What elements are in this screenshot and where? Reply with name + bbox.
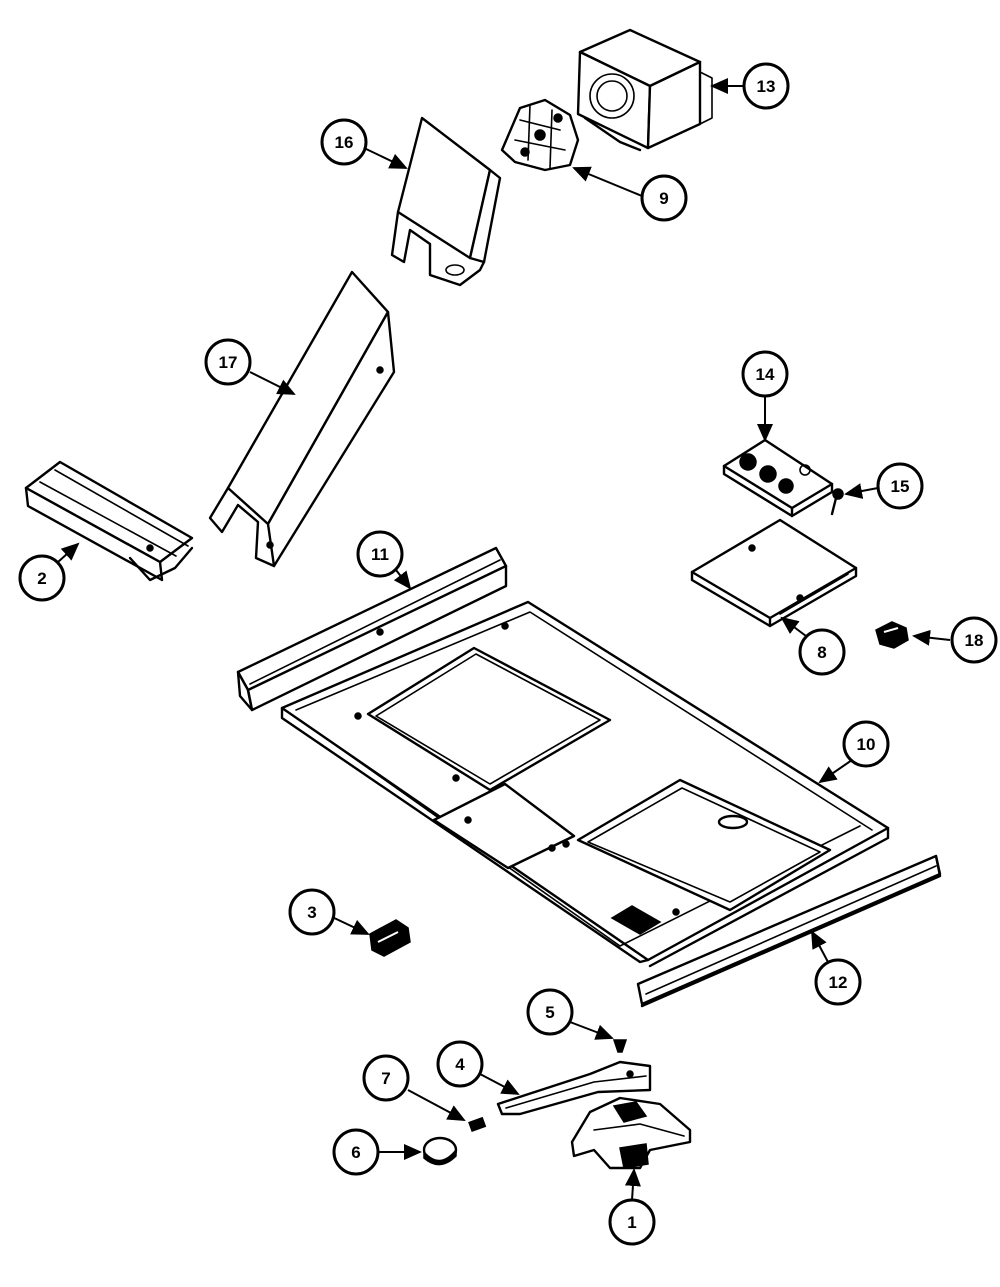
callout-13: 13 [742,62,790,110]
callout-7-label: 7 [381,1069,390,1088]
callout-7: 7 [362,1054,410,1102]
part-3-switch [369,919,411,957]
callout-15: 15 [876,462,924,510]
callout-14: 14 [741,350,789,398]
callout-14-label: 14 [756,365,775,384]
callout-12: 12 [814,958,862,1006]
leader-17 [249,371,296,395]
part-16-bracket [390,116,502,287]
callout-11-label: 11 [371,545,389,564]
callout-4-label: 4 [455,1055,465,1074]
callout-4: 4 [436,1040,484,1088]
callout-2-label: 2 [37,569,46,588]
callout-15-label: 15 [891,477,910,496]
callout-6: 6 [332,1128,380,1176]
leader-9 [572,166,643,197]
leader-16 [363,147,408,169]
callout-17: 17 [204,338,252,386]
part-17-channel [208,270,396,568]
callout-18: 18 [950,616,998,664]
callout-16: 16 [320,118,368,166]
part-7-clip [468,1116,487,1133]
callout-2: 2 [18,554,66,602]
part-14-board [722,438,834,518]
part-1-assembly [570,1096,692,1170]
leader-7 [407,1089,466,1121]
part-10-base [280,600,890,968]
callout-5: 5 [526,988,574,1036]
callout-9: 9 [640,174,688,222]
leader-4 [479,1073,520,1095]
leader-10 [818,759,853,784]
callout-11: 11 [356,530,404,578]
callout-6-label: 6 [351,1143,360,1162]
leader-1 [624,1168,641,1201]
callout-12-label: 12 [829,973,848,992]
callout-13-label: 13 [757,77,776,96]
leader-12 [811,930,829,963]
leader-3 [329,915,370,935]
part-6-knob [422,1136,458,1166]
leader-5 [569,1021,614,1040]
part-9-valve [500,98,580,172]
callout-18-label: 18 [965,631,984,650]
callout-9-label: 9 [659,189,668,208]
leader-lines [57,78,951,1201]
callout-1-label: 1 [627,1213,636,1232]
callout-10: 10 [842,720,890,768]
part-4-arm [496,1060,652,1116]
part-2-channel [24,460,194,582]
callout-8-label: 8 [817,643,826,662]
callout-17-label: 17 [219,353,238,372]
callout-10-label: 10 [857,735,876,754]
callout-3: 3 [288,888,336,936]
callout-16-label: 16 [335,133,354,152]
leader-15 [844,483,879,499]
callout-8: 8 [798,628,846,676]
part-13-housing [576,28,713,152]
leader-11 [393,569,412,590]
leader-18 [912,629,951,646]
callout-3-label: 3 [307,903,316,922]
part-8-plate [690,518,858,628]
part-5-screw [612,1039,628,1053]
leader-2 [57,542,80,563]
part-18-clip [875,621,909,649]
callout-1: 1 [608,1198,656,1246]
part-12-strip [636,854,942,1008]
part-15-screw [830,488,844,516]
callout-5-label: 5 [545,1003,554,1022]
leader-8 [780,616,807,637]
